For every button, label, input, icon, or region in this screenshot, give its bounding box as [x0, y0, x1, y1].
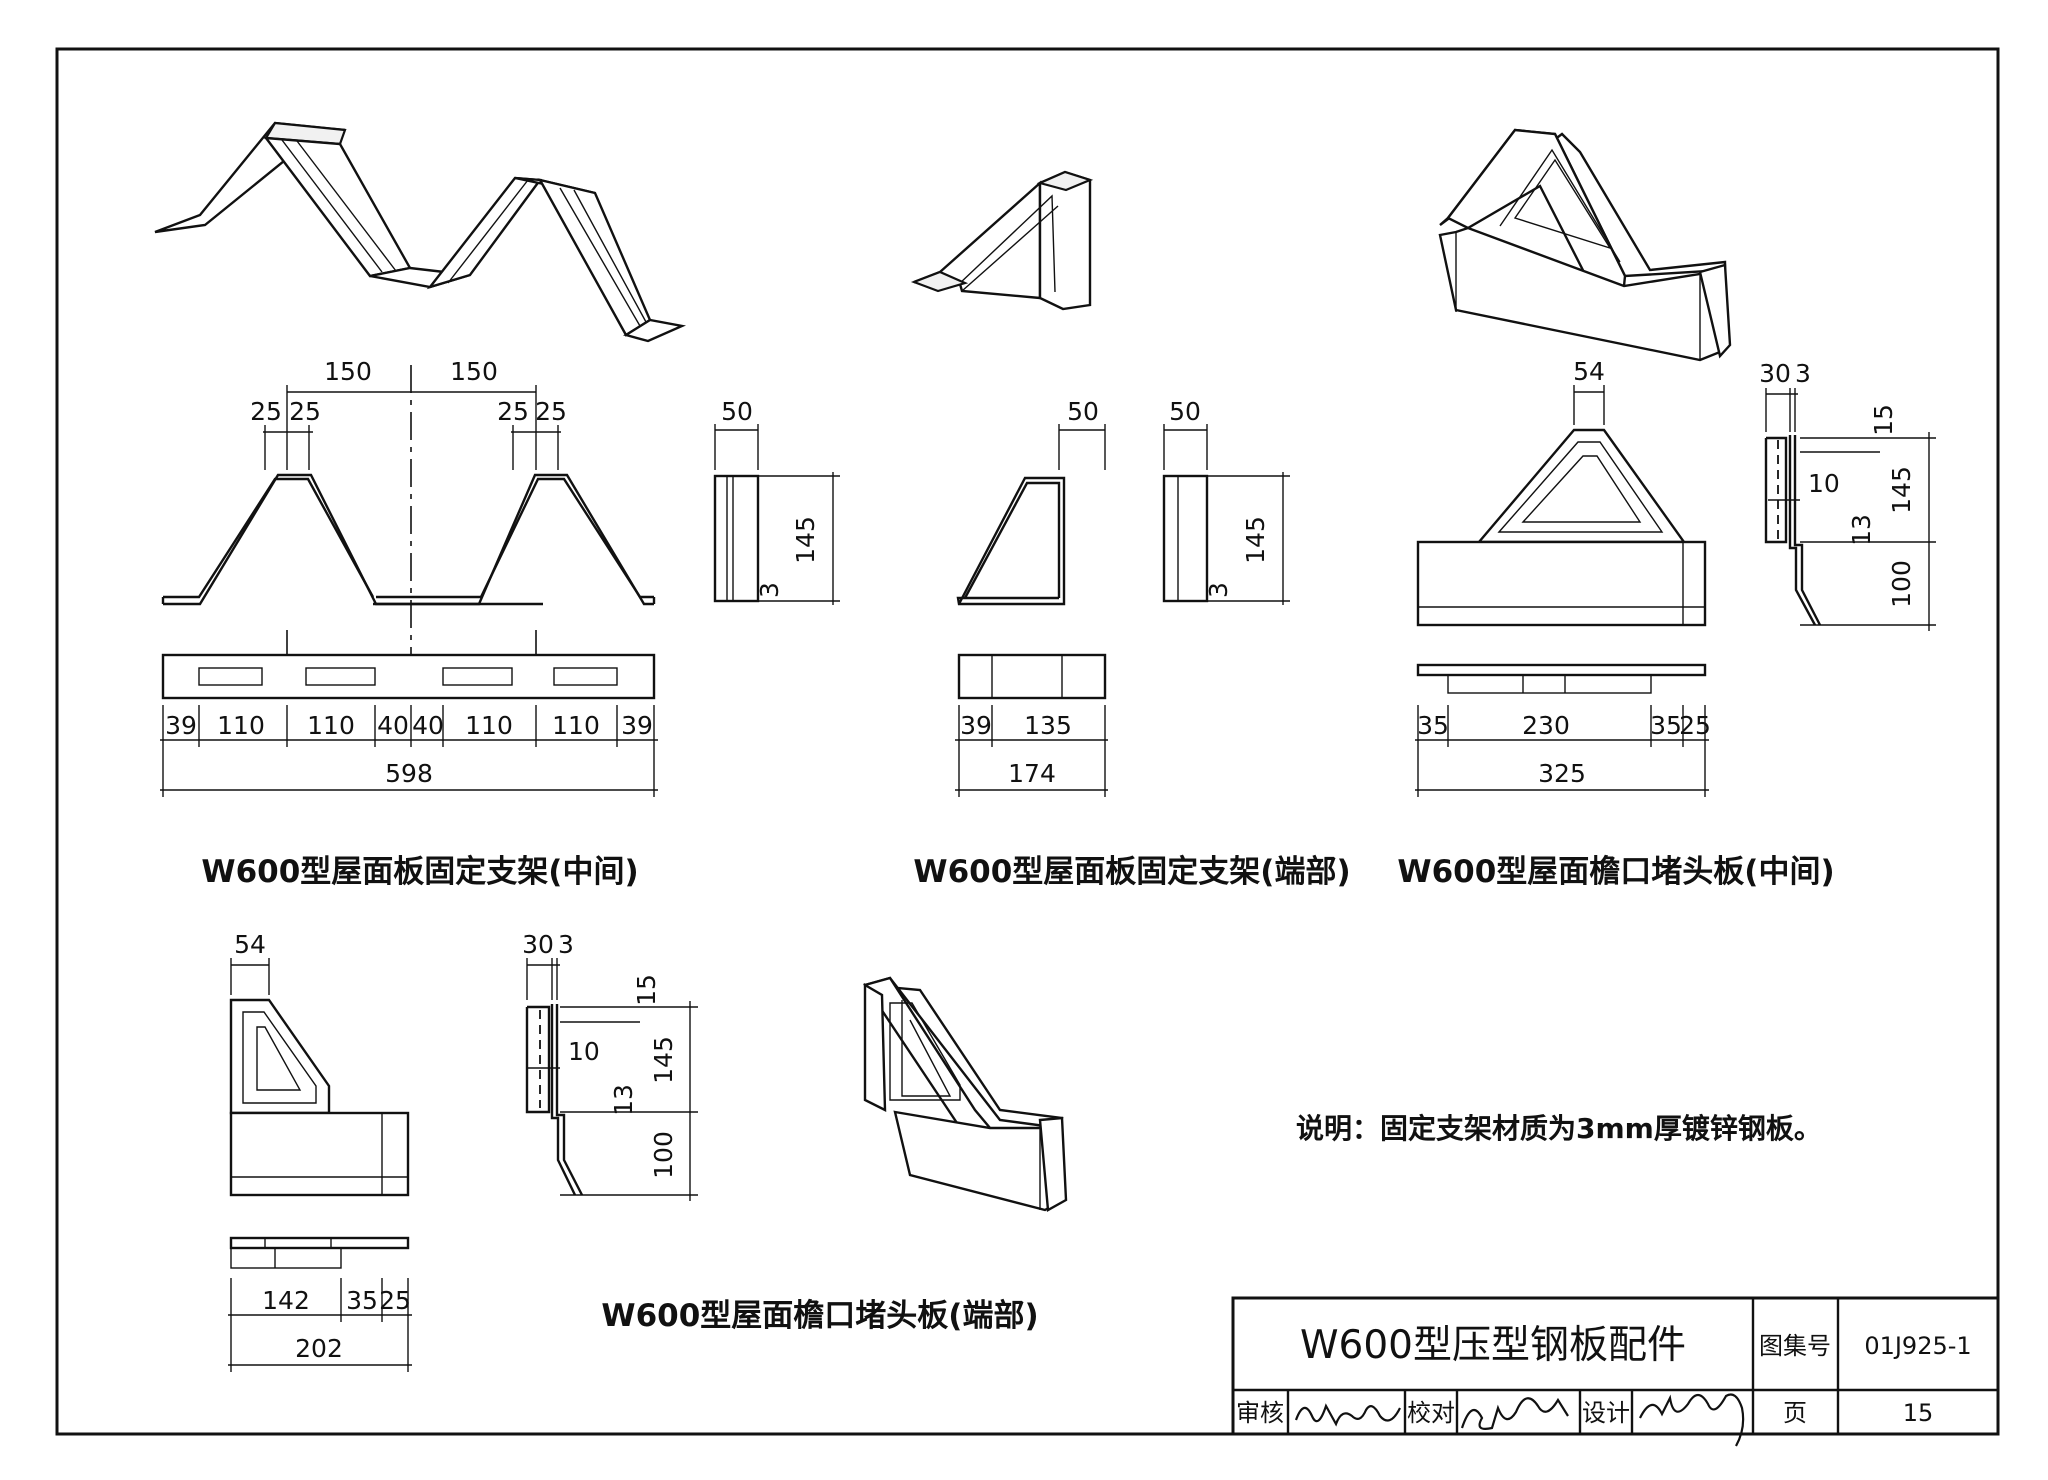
- reviewer-signature: [1294, 1403, 1401, 1427]
- middle-bracket-dim: 25: [289, 397, 321, 426]
- eave-plug-middle-dimensions: [1415, 385, 1936, 797]
- eave-plug-middle-front-view: [1416, 428, 1707, 627]
- page-label: 页: [1783, 1399, 1807, 1427]
- eave-plug-end-caption: W600型屋面檐口堵头板(端部): [601, 1298, 1038, 1334]
- middle-bracket-dimensions: [160, 385, 840, 797]
- eave-plug-end-dim: 30: [522, 930, 554, 959]
- atlas-number: 01J925-1: [1864, 1332, 1971, 1360]
- eave-plug-end-dim: 145: [649, 1036, 678, 1084]
- eave-plug-middle-dim: 30: [1759, 359, 1791, 388]
- eave-plug-end-dim: 25: [379, 1286, 411, 1315]
- eave-plug-middle-plan: [1416, 663, 1707, 694]
- eave-plug-middle-dim: 13: [1847, 514, 1876, 546]
- eave-plug-end-front-view: [229, 998, 410, 1197]
- end-bracket-dim: 50: [1067, 397, 1099, 426]
- middle-bracket-side-view: [713, 474, 760, 603]
- end-bracket-dim: 135: [1024, 711, 1072, 740]
- eave-plug-end-plan: [229, 1236, 410, 1269]
- middle-bracket-dim: 145: [791, 516, 820, 564]
- end-bracket-dim: 174: [1008, 759, 1056, 788]
- middle-bracket-dim: 110: [307, 711, 355, 740]
- middle-bracket-dim: 110: [465, 711, 513, 740]
- eave-plug-end-section: [525, 1004, 584, 1196]
- eave-plug-middle-caption: W600型屋面檐口堵头板(中间): [1397, 854, 1834, 890]
- end-bracket-3d-view: [910, 170, 1094, 311]
- eave-plug-end-dim: 202: [295, 1334, 343, 1363]
- middle-bracket-dim: 110: [552, 711, 600, 740]
- middle-bracket-caption: W600型屋面板固定支架(中间): [201, 854, 638, 890]
- end-bracket-dim: 145: [1241, 516, 1270, 564]
- middle-bracket-dim: 39: [165, 711, 197, 740]
- eave-plug-end-dim: 13: [609, 1084, 638, 1116]
- middle-bracket-dim: 150: [450, 357, 498, 386]
- designer-signature: [1639, 1393, 1745, 1447]
- eave-plug-middle-section: [1764, 435, 1822, 626]
- middle-bracket-dim: 39: [621, 711, 653, 740]
- checker-signature: [1460, 1397, 1569, 1430]
- middle-bracket-dim: 50: [721, 397, 753, 426]
- eave-plug-middle-dim: 145: [1887, 466, 1916, 514]
- eave-plug-end-dim: 35: [346, 1286, 378, 1315]
- end-bracket-dim: 50: [1169, 397, 1201, 426]
- middle-bracket-dim: 40: [377, 711, 409, 740]
- eave-plug-end-dim: 15: [632, 974, 661, 1006]
- title-block: W600型压型钢板配件 图集号 01J925-1 审核 校对 设计 页 15: [1231, 1296, 2000, 1447]
- review-label: 审核: [1236, 1399, 1284, 1427]
- middle-bracket-plan: [161, 653, 656, 700]
- eave-plug-middle-3d-view: [1438, 128, 1732, 362]
- eave-plug-middle-dim: 54: [1573, 357, 1605, 386]
- eave-plug-middle-dim: 10: [1808, 469, 1840, 498]
- middle-bracket-dim: 598: [385, 759, 433, 788]
- end-bracket-plan: [957, 653, 1107, 700]
- eave-plug-middle-dim: 35: [1417, 711, 1449, 740]
- eave-plug-middle-dim: 100: [1887, 560, 1916, 608]
- middle-bracket-elevation: [161, 365, 656, 690]
- eave-plug-end-dim: 3: [558, 930, 574, 959]
- middle-bracket-dim: 110: [217, 711, 265, 740]
- eave-plug-middle-dim: 230: [1522, 711, 1570, 740]
- eave-plug-end-dim: 10: [568, 1037, 600, 1066]
- end-bracket-dim: 39: [960, 711, 992, 740]
- middle-bracket-dim: 40: [412, 711, 444, 740]
- middle-bracket-dim: 150: [324, 357, 372, 386]
- end-bracket-dim: 3: [1204, 582, 1233, 598]
- check-label: 校对: [1407, 1399, 1455, 1427]
- page-number: 15: [1903, 1399, 1934, 1427]
- drawing-title: W600型压型钢板配件: [1300, 1323, 1686, 1368]
- eave-plug-middle-dim: 15: [1869, 404, 1898, 436]
- middle-bracket-drawing: 150 150 25 25 25 25 39 110 110 40 40 110…: [154, 121, 840, 890]
- end-bracket-caption: W600型屋面板固定支架(端部): [913, 854, 1350, 890]
- eave-plug-middle-dim: 325: [1538, 759, 1586, 788]
- eave-plug-end-3d-view: [863, 976, 1068, 1212]
- middle-bracket-dim: 25: [250, 397, 282, 426]
- design-label: 设计: [1582, 1399, 1630, 1427]
- end-bracket-elevation: [956, 476, 1066, 606]
- eave-plug-end-dim: 142: [262, 1286, 310, 1315]
- eave-plug-middle-dim: 25: [1679, 711, 1711, 740]
- middle-bracket-dim: 3: [755, 582, 784, 598]
- atlas-label: 图集号: [1759, 1332, 1831, 1360]
- sheet-border: [55, 47, 2000, 1436]
- middle-bracket-3d-view: [154, 121, 687, 343]
- eave-plug-end-dimensions: [228, 958, 698, 1372]
- eave-plug-end-dim: 100: [649, 1131, 678, 1179]
- middle-bracket-dim: 25: [535, 397, 567, 426]
- end-bracket-side-view: [1162, 474, 1209, 603]
- end-bracket-dimensions: [955, 424, 1290, 797]
- eave-plug-middle-dim: 3: [1795, 359, 1811, 388]
- eave-plug-middle-drawing: 54 35 230 35 25 325 30 3 15 10 145 13 10…: [1397, 128, 1936, 890]
- eave-plug-middle-dim: 35: [1650, 711, 1682, 740]
- eave-plug-end-drawing: 54 142 35 25 202 30 3 15 10 145 13 100 W…: [228, 930, 1068, 1372]
- middle-bracket-dim: 25: [497, 397, 529, 426]
- end-bracket-drawing: 50 50 145 3 39 135 174 W600型屋面板固定支架(端部): [910, 170, 1351, 890]
- eave-plug-end-dim: 54: [234, 930, 266, 959]
- material-note: 说明：固定支架材质为3mm厚镀锌钢板。: [1296, 1112, 1822, 1145]
